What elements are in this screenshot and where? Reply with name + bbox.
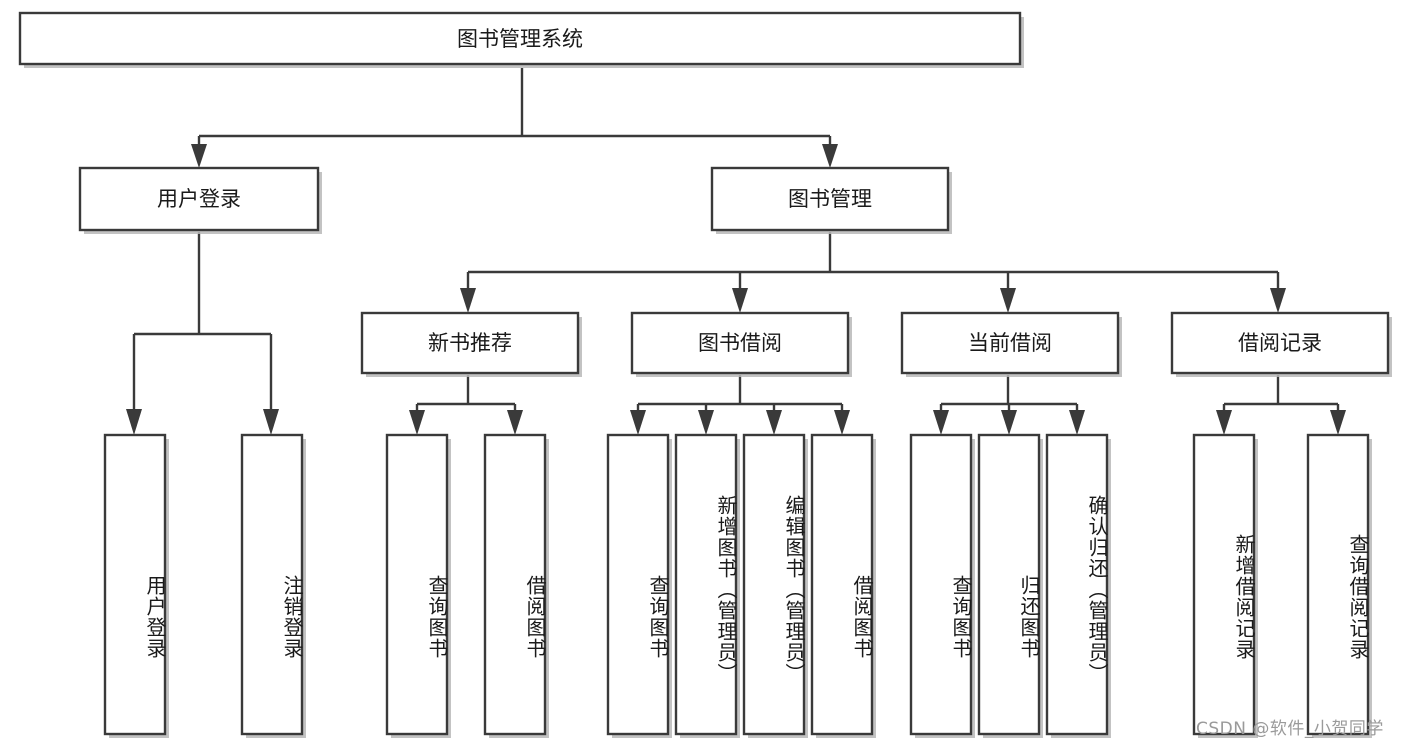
arrowhead-borrow-leaf3 [766, 410, 782, 435]
level3-node-0-label: 新书推荐 [428, 331, 512, 355]
level3-node-3-label: 借阅记录 [1238, 331, 1322, 355]
arrowhead-login-leaf1 [126, 409, 142, 435]
arrowhead-root-to-login [191, 144, 207, 168]
level2-node-0-label: 用户登录 [157, 187, 241, 211]
leaf-record-0[interactable] [1192, 433, 1256, 736]
leaf-current-2[interactable] [1045, 433, 1109, 736]
arrowhead-record-leaf2 [1330, 410, 1346, 435]
arrowhead-current-leaf1 [933, 410, 949, 435]
arrowhead-recommend-leaf2 [507, 410, 523, 435]
leaf-user-login-1[interactable] [240, 433, 304, 736]
leaf-recommend-1[interactable] [483, 433, 547, 736]
level3-node-book-borrow[interactable] [630, 311, 850, 375]
leaf-current-1[interactable] [977, 433, 1041, 736]
edges-layer [126, 68, 1346, 435]
arrowhead-recommend-leaf1 [409, 410, 425, 435]
level2-node-book-management[interactable] [710, 166, 950, 232]
root-node-box[interactable] [18, 11, 1022, 66]
arrowhead-login-leaf2 [263, 409, 279, 435]
arrowhead-bookmgmt-n4 [1270, 288, 1286, 313]
leaf-borrow-3[interactable] [810, 433, 874, 736]
level3-node-borrow-record[interactable] [1170, 311, 1390, 375]
leaf-user-login-0[interactable] [103, 433, 167, 736]
arrowhead-borrow-leaf4 [834, 410, 850, 435]
root-node-label: 图书管理系统 [457, 27, 583, 51]
arrowhead-borrow-leaf2 [698, 410, 714, 435]
csdn-watermark: CSDN @软件_小贺同学 [1196, 719, 1384, 739]
level2-node-user-login[interactable] [78, 166, 320, 232]
leaf-borrow-0[interactable] [606, 433, 670, 736]
level3-node-1-label: 图书借阅 [698, 331, 782, 355]
arrowhead-current-leaf2 [1001, 410, 1017, 435]
nodes-layer: 图书管理系统 用户登录 图书管理 新书推荐 图书借阅 当前借阅 [18, 11, 1392, 738]
arrowhead-bookmgmt-n2 [732, 288, 748, 313]
arrowhead-bookmgmt-n1 [460, 288, 476, 313]
level2-node-1-label: 图书管理 [788, 187, 872, 211]
level3-node-new-book-recommend[interactable] [360, 311, 580, 375]
arrowhead-record-leaf1 [1216, 410, 1232, 435]
leaf-current-0[interactable] [909, 433, 973, 736]
leaf-borrow-1[interactable] [674, 433, 738, 736]
level3-node-2-label: 当前借阅 [968, 331, 1052, 355]
arrowhead-borrow-leaf1 [630, 410, 646, 435]
leaf-borrow-2[interactable] [742, 433, 806, 736]
arrowhead-root-to-bookmgmt [822, 144, 838, 168]
arrowhead-current-leaf3 [1069, 410, 1085, 435]
leaf-recommend-0[interactable] [385, 433, 449, 736]
leaf-record-1[interactable] [1306, 433, 1370, 736]
arrowhead-bookmgmt-n3 [1000, 288, 1016, 313]
level3-node-current-borrow[interactable] [900, 311, 1120, 375]
